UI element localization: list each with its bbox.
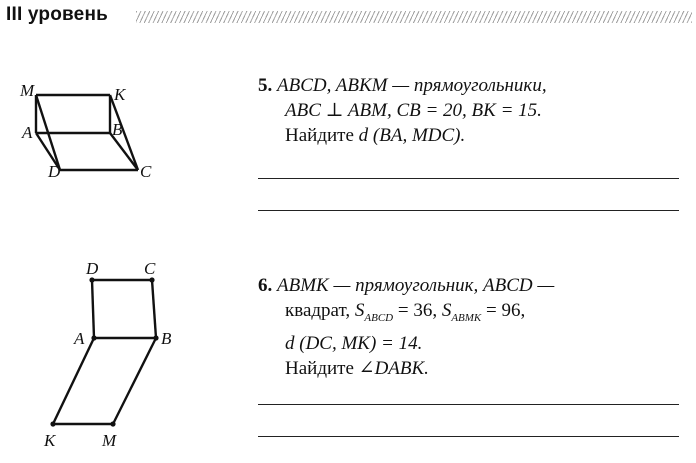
problem-6-line-3: d (DC, MK) = 14.: [285, 332, 423, 354]
edge-kc: [108, 94, 140, 171]
decorative-hatch: [136, 11, 692, 23]
label-m: M: [19, 81, 35, 100]
point-b: [153, 335, 159, 341]
edge-ak: [51, 337, 96, 425]
area-1-value: = 36,: [393, 300, 442, 321]
point-d: [89, 277, 95, 283]
answer-line-5a[interactable]: [258, 178, 679, 179]
area-2-subscript: ABMK: [451, 311, 482, 324]
problem-6-line-4: Найдите ∠DABK.: [258, 356, 554, 381]
label-k: K: [43, 431, 57, 450]
problem-6-square-word: квадрат,: [285, 300, 355, 321]
problem-5-line-3: Найдите d (BA, MDC).: [258, 123, 547, 148]
problem-6-find-expr: ∠DABK.: [358, 357, 429, 379]
problem-5-line-1: 5. ABCD, ABKM — прямоугольники,: [258, 73, 547, 98]
problem-5-statement: ABCD, ABKM — прямоугольники,: [277, 75, 547, 96]
edge-ad: [34, 132, 62, 171]
figure-problem-5: M K A B D C: [18, 80, 168, 185]
answer-line-6b[interactable]: [258, 436, 679, 437]
figure-problem-6: D C A B K M: [40, 259, 190, 452]
label-c: C: [140, 162, 152, 181]
label-d: D: [47, 162, 61, 181]
point-m: [110, 421, 116, 427]
problem-6-statement: ABMK — прямоугольник, ABCD —: [277, 275, 555, 296]
problem-6-number: 6.: [258, 275, 273, 296]
problem-5-find-label: Найдите: [285, 125, 359, 146]
answer-line-6a[interactable]: [258, 404, 679, 405]
point-k: [50, 421, 56, 427]
label-a: A: [73, 329, 85, 348]
figure-6-svg: D C A B K M: [43, 259, 172, 450]
label-c: C: [144, 259, 156, 278]
edge-cb: [150, 279, 158, 339]
label-m: M: [101, 431, 117, 450]
figure-6-points: [50, 277, 159, 427]
label-a: A: [21, 123, 33, 142]
point-a: [91, 335, 97, 341]
label-b: B: [161, 329, 172, 348]
area-2-letter: S: [441, 300, 452, 321]
label-d: D: [85, 259, 99, 278]
point-c: [149, 277, 155, 283]
problem-5-line-2: ABC ⊥ ABM, CB = 20, BK = 15.: [285, 100, 542, 121]
problem-5: 5. ABCD, ABKM — прямоугольники, ABC ⊥ AB…: [258, 73, 547, 148]
edge-md: [34, 94, 62, 171]
problem-6-find-label: Найдите: [285, 357, 359, 379]
edge-da: [90, 279, 96, 339]
section-header: III уровень: [6, 4, 692, 30]
problem-5-find-expr: d (BA, MDC).: [358, 125, 466, 146]
level-title: III уровень: [6, 4, 108, 25]
problem-6-line-2: квадрат, SABCD = 36, SABMK = 96,: [258, 298, 554, 331]
edge-bc: [109, 132, 139, 171]
figure-5-lines: [34, 93, 140, 172]
area-2-value: = 96,: [481, 300, 526, 321]
figure-6-lines: [51, 278, 158, 426]
answer-line-5b[interactable]: [258, 210, 679, 211]
figure-5-svg: M K A B D C: [19, 81, 152, 181]
problem-6-line-1: 6. ABMK — прямоугольник, ABCD —: [258, 273, 554, 298]
edge-bm: [111, 337, 158, 425]
problem-5-number: 5.: [258, 75, 273, 96]
area-1-subscript: ABCD: [364, 311, 394, 324]
problem-6: 6. ABMK — прямоугольник, ABCD — квадрат,…: [258, 273, 554, 381]
label-b: B: [112, 120, 123, 139]
area-1-letter: S: [354, 300, 365, 321]
label-k: K: [113, 85, 127, 104]
